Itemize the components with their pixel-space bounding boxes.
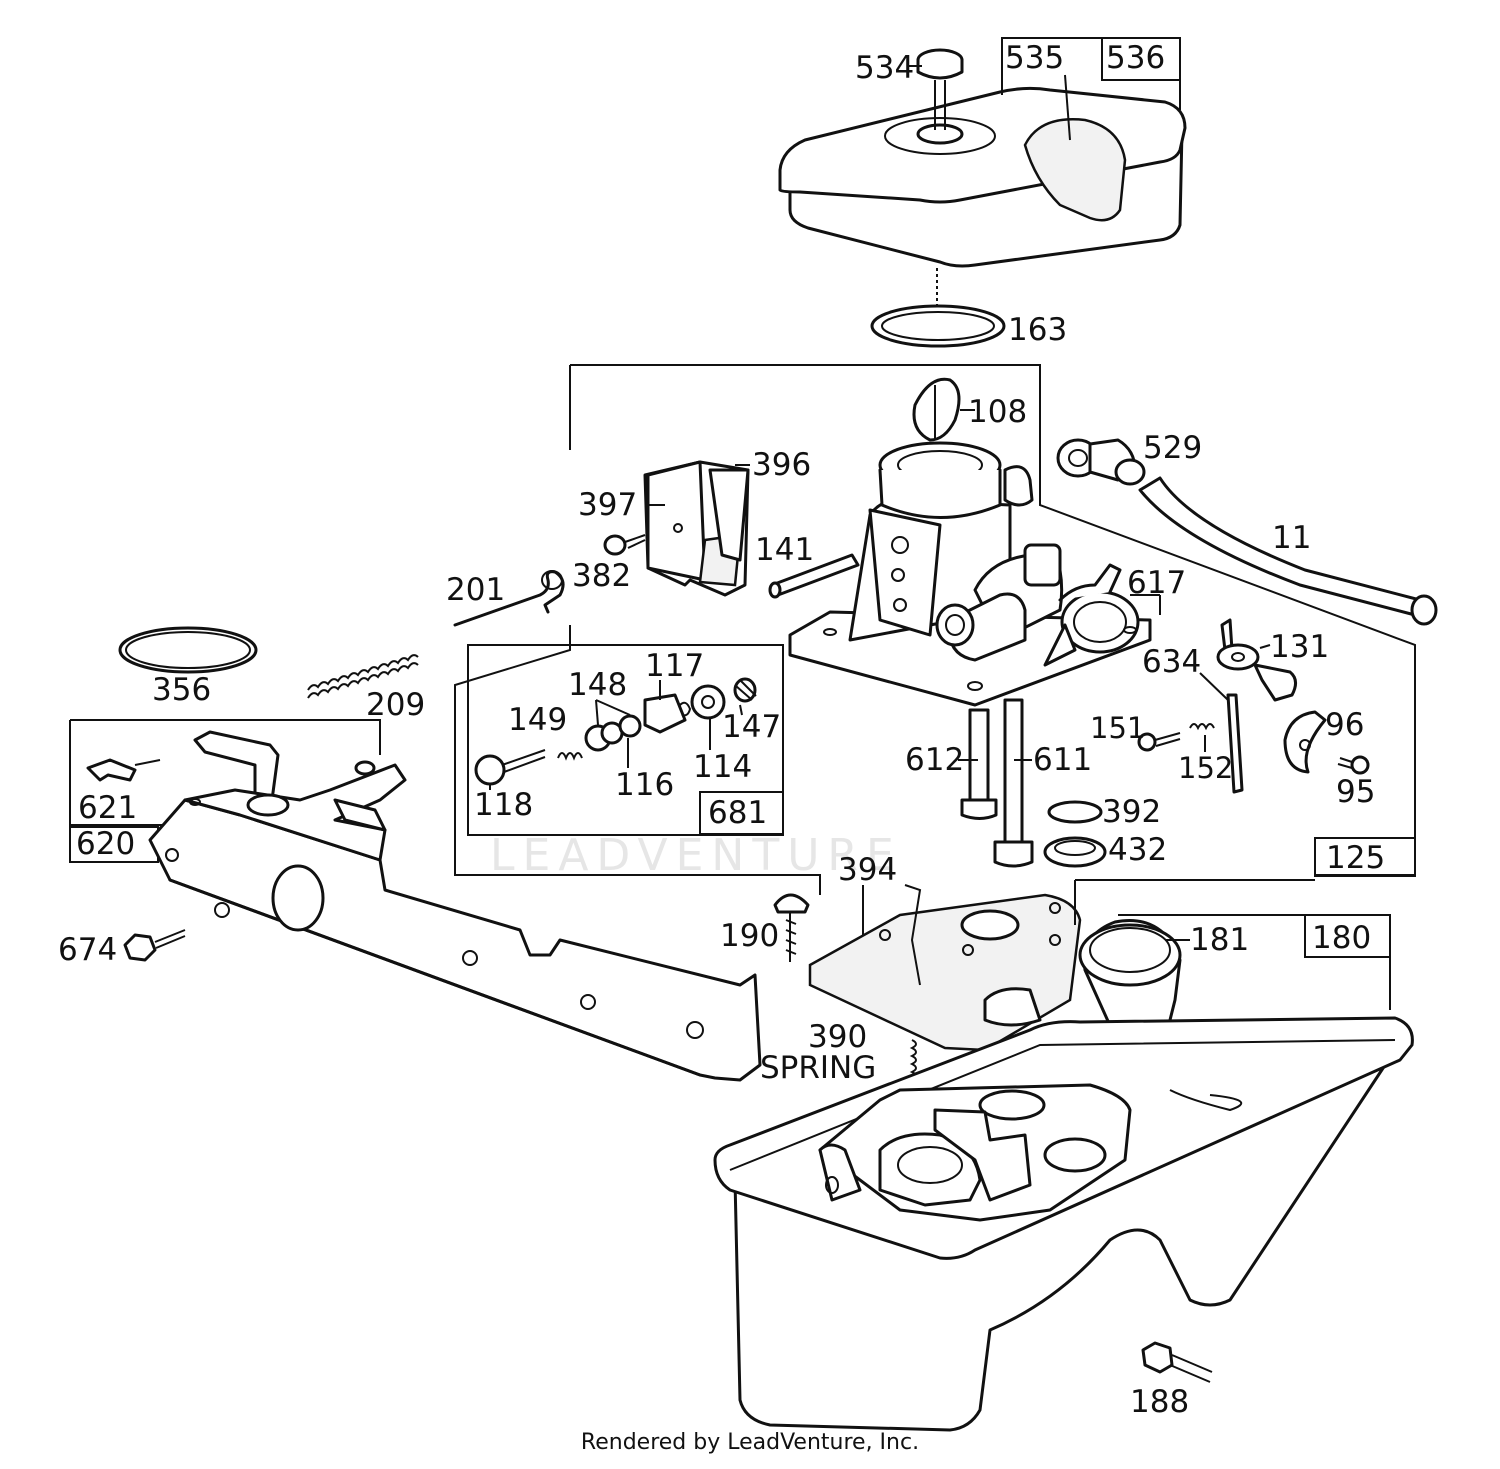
fuel-tank-180 bbox=[713, 1016, 1414, 1432]
ring-392 bbox=[1047, 800, 1103, 824]
elbow-529 bbox=[1056, 438, 1146, 486]
screw-674 bbox=[123, 929, 186, 962]
label-621: 621 bbox=[78, 790, 137, 826]
link-201 bbox=[453, 570, 565, 627]
screw-188 bbox=[1141, 1341, 1213, 1383]
label-116: 116 bbox=[615, 767, 674, 803]
label-397: 397 bbox=[578, 487, 637, 523]
label-151: 151 bbox=[1090, 711, 1145, 745]
label-394: 394 bbox=[838, 852, 897, 888]
label-188: 188 bbox=[1130, 1384, 1189, 1420]
choke-housing-396 bbox=[643, 460, 750, 597]
watermark: LEADVENTURE bbox=[490, 830, 902, 881]
label-390: 390 bbox=[808, 1019, 867, 1055]
label-356: 356 bbox=[152, 672, 211, 708]
label-392: 392 bbox=[1102, 794, 1161, 830]
label-149: 149 bbox=[508, 702, 567, 738]
screw-382 bbox=[603, 534, 646, 556]
screw-190 bbox=[773, 893, 810, 962]
label-148: 148 bbox=[568, 667, 627, 703]
label-209: 209 bbox=[366, 687, 425, 723]
spring-356 bbox=[118, 626, 258, 674]
label-163: 163 bbox=[1008, 312, 1067, 348]
spring-152 bbox=[1189, 723, 1215, 731]
label-114: 114 bbox=[693, 749, 752, 785]
label-190: 190 bbox=[720, 918, 779, 954]
label-396: 396 bbox=[752, 447, 811, 483]
air-cleaner-assembly bbox=[778, 48, 1187, 268]
label-536: 536 bbox=[1106, 40, 1165, 76]
label-535: 535 bbox=[1005, 40, 1064, 76]
label-617: 617 bbox=[1127, 565, 1186, 601]
label-118: 118 bbox=[474, 787, 533, 823]
label-529: 529 bbox=[1143, 430, 1202, 466]
cam-96 bbox=[1283, 710, 1327, 774]
label-125: 125 bbox=[1326, 840, 1385, 876]
lever-131 bbox=[1216, 618, 1297, 702]
clip-621 bbox=[86, 758, 161, 782]
label-152: 152 bbox=[1178, 751, 1233, 785]
label-108: 108 bbox=[968, 394, 1027, 430]
label-432: 432 bbox=[1108, 832, 1167, 868]
label-534: 534 bbox=[855, 50, 914, 86]
ring-432 bbox=[1043, 836, 1107, 868]
label-201: 201 bbox=[446, 572, 505, 608]
label-95: 95 bbox=[1336, 774, 1375, 810]
label-620: 620 bbox=[76, 826, 135, 862]
label-181: 181 bbox=[1190, 922, 1249, 958]
spring-209 bbox=[307, 654, 419, 699]
bolts-611-612 bbox=[960, 698, 1034, 868]
control-bracket-620 bbox=[148, 730, 762, 1082]
needle-634 bbox=[1226, 693, 1244, 794]
label-611: 611 bbox=[1033, 742, 1092, 778]
label-131: 131 bbox=[1270, 629, 1329, 665]
footer-credit: Rendered by LeadVenture, Inc. bbox=[580, 1430, 920, 1455]
screw-95 bbox=[1337, 755, 1370, 775]
label-612: 612 bbox=[905, 742, 964, 778]
label-147: 147 bbox=[722, 709, 781, 745]
carburetor-body bbox=[788, 377, 1152, 707]
needle-valve-parts bbox=[474, 677, 757, 786]
label-674: 674 bbox=[58, 932, 117, 968]
label-spring: SPRING bbox=[760, 1050, 876, 1086]
fuel-pipe-11 bbox=[1138, 476, 1438, 626]
label-117: 117 bbox=[645, 648, 704, 684]
label-96: 96 bbox=[1325, 707, 1364, 743]
gasket-163 bbox=[870, 304, 1006, 348]
label-634: 634 bbox=[1142, 644, 1201, 680]
label-382: 382 bbox=[572, 558, 631, 594]
shaft-141 bbox=[768, 553, 860, 599]
label-681: 681 bbox=[708, 795, 767, 831]
label-141: 141 bbox=[755, 532, 814, 568]
screw-151 bbox=[1137, 732, 1181, 752]
label-11: 11 bbox=[1272, 520, 1311, 556]
label-180: 180 bbox=[1312, 920, 1371, 956]
